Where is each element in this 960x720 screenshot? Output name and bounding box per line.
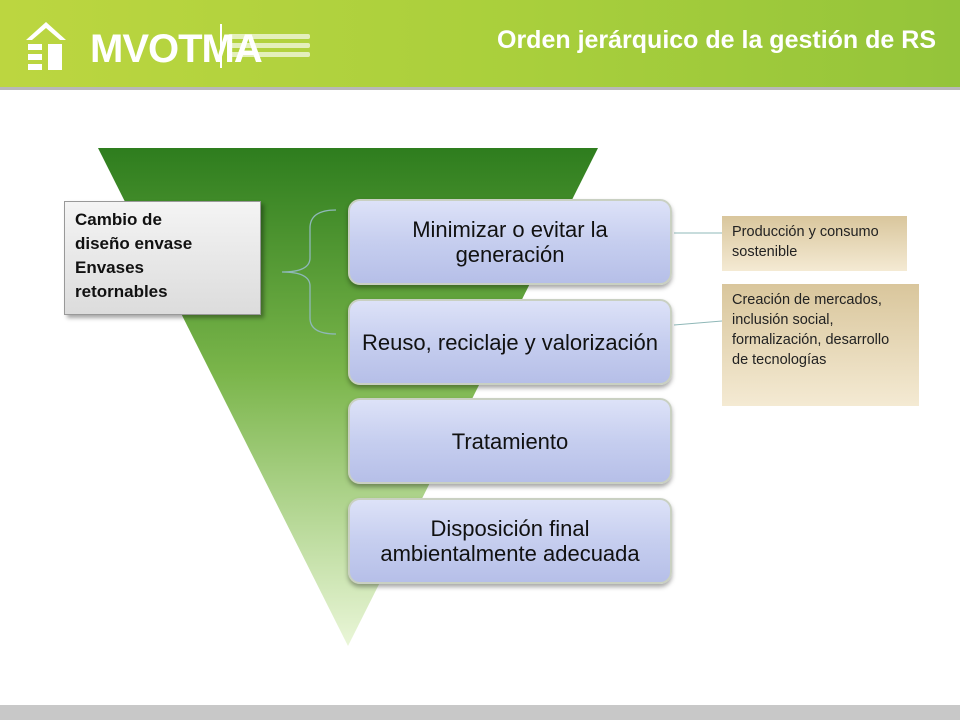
left-box-line: Envases <box>75 258 144 277</box>
logo-divider <box>220 24 222 68</box>
logo-subtitle-lines <box>228 34 310 61</box>
house-icon <box>26 22 66 70</box>
footer-bar <box>0 705 960 720</box>
step-reuso: Reuso, reciclaje y valorización <box>348 299 672 385</box>
note-produccion: Producción y consumo sostenible <box>722 216 907 271</box>
note-connector-2 <box>673 320 723 326</box>
header-bar: MVOTMA Orden jerárquico de la gestión de… <box>0 0 960 90</box>
left-brace <box>281 209 337 335</box>
left-box-line: diseño envase <box>75 234 193 253</box>
step-tratamiento: Tratamiento <box>348 398 672 484</box>
step-disposicion: Disposición final ambientalmente adecuad… <box>348 498 672 584</box>
left-info-box: Cambio de diseño envase Envases retornab… <box>64 201 261 315</box>
step-minimizar: Minimizar o evitar la generación <box>348 199 672 285</box>
note-creacion: Creación de mercados, inclusión social, … <box>722 284 919 406</box>
left-box-line: Cambio de <box>75 210 162 229</box>
slide-title: Orden jerárquico de la gestión de RS <box>497 26 936 54</box>
left-box-line: retornables <box>75 282 168 301</box>
mvotma-logo: MVOTMA <box>24 18 324 74</box>
